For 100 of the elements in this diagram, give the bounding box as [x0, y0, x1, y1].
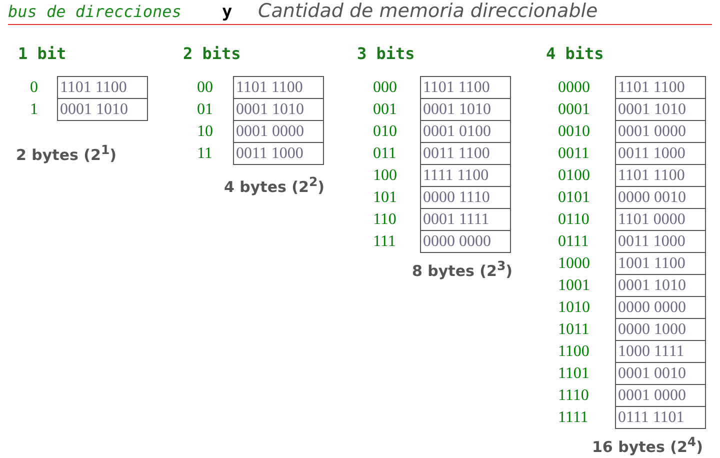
cell-value: 1001 1100	[618, 254, 686, 274]
cell-value: 0001 0000	[618, 122, 686, 142]
cell-value: 1000 1111	[618, 342, 684, 362]
column-heading: 3 bits	[357, 44, 415, 63]
address-label: 0	[30, 78, 38, 98]
address-label: 11	[197, 144, 212, 164]
memory-cell	[420, 120, 511, 143]
address-label: 10	[197, 122, 213, 142]
address-label: 000	[373, 78, 397, 98]
memory-cell	[615, 340, 706, 363]
cell-value: 0011 1100	[423, 144, 490, 164]
memory-cell	[420, 230, 511, 253]
cell-value: 0000 1110	[423, 188, 490, 208]
address-label: 011	[373, 144, 396, 164]
address-label: 111	[373, 232, 396, 252]
cell-value: 0111 1101	[618, 408, 684, 428]
address-label: 1010	[558, 298, 590, 318]
cell-value: 1101 1100	[236, 78, 303, 98]
memory-cell	[615, 274, 706, 297]
column-heading: 4 bits	[546, 44, 604, 63]
heading-text: bus de direcciones	[8, 2, 182, 21]
cell-value: 0001 1010	[236, 100, 304, 120]
cell-value: 1101 1100	[618, 78, 685, 98]
column-heading: 1 bit	[18, 44, 66, 63]
memory-cell	[615, 318, 706, 341]
byte-count: 16 bytes (2$^{4}$)	[592, 434, 703, 456]
address-label: 110	[373, 210, 396, 230]
address-label: 100	[373, 166, 397, 186]
memory-cell	[615, 362, 706, 385]
cell-value: 0000 0000	[618, 298, 686, 318]
memory-cell	[233, 76, 324, 99]
cell-value: 0001 1010	[423, 100, 491, 120]
cell-value: 0000 0000	[423, 232, 491, 252]
address-label: 1111	[558, 408, 588, 428]
address-label: 101	[373, 188, 397, 208]
memory-cell	[615, 98, 706, 121]
cell-value: 0011 1000	[236, 144, 304, 164]
memory-cell	[233, 120, 324, 143]
memory-cell	[420, 208, 511, 231]
cell-value: 0000 1000	[618, 320, 686, 340]
memory-cell	[420, 76, 511, 99]
memory-cell	[615, 406, 706, 429]
address-label: 0111	[558, 232, 589, 252]
cell-value: 1101 1100	[423, 78, 490, 98]
memory-cell	[615, 230, 706, 253]
cell-value: 0001 1010	[60, 100, 128, 120]
memory-cell	[57, 98, 148, 121]
memory-cell	[57, 76, 148, 99]
memory-cell	[615, 252, 706, 275]
address-label: 1000	[558, 254, 590, 274]
address-label: 0000	[558, 78, 590, 98]
cell-value: 0011 1000	[618, 232, 686, 252]
address-label: 0011	[558, 144, 590, 164]
byte-count: 8 bytes (2$^{3}$)	[412, 258, 513, 280]
cell-value: 1101 1100	[618, 166, 685, 186]
byte-count: 2 bytes (2$^{1}$)	[16, 142, 117, 164]
cell-value: 0001 0010	[618, 364, 686, 384]
address-label: 01	[197, 100, 213, 120]
address-label: 1110	[558, 386, 589, 406]
heading-text: Cantidad de memoria direccionable	[258, 0, 598, 22]
memory-cell	[615, 186, 706, 209]
cell-value: 0001 1010	[618, 100, 686, 120]
cell-value: 1111 1100	[423, 166, 489, 186]
memory-cell	[615, 142, 706, 165]
address-label: 1011	[558, 320, 590, 340]
cell-value: 1101 1100	[60, 78, 127, 98]
memory-cell	[420, 164, 511, 187]
cell-value: 0001 0100	[423, 122, 491, 142]
memory-cell	[233, 98, 324, 121]
memory-cell	[615, 164, 706, 187]
address-label: 1001	[558, 276, 590, 296]
address-label: 1101	[558, 364, 590, 384]
column-heading: 2 bits	[183, 44, 241, 63]
byte-count: 4 bytes (2$^{2}$)	[224, 174, 325, 196]
heading-text: y	[222, 2, 232, 22]
cell-value: 0001 0000	[236, 122, 304, 142]
memory-cell	[233, 142, 324, 165]
address-label: 1100	[558, 342, 590, 362]
cell-value: 0000 0010	[618, 188, 686, 208]
cell-value: 0011 1000	[618, 144, 686, 164]
memory-cell	[615, 296, 706, 319]
cell-value: 0001 0000	[618, 386, 686, 406]
address-label: 1	[30, 100, 38, 120]
address-label: 0110	[558, 210, 590, 230]
cell-value: 0001 1111	[423, 210, 490, 230]
address-label: 0100	[558, 166, 590, 186]
memory-cell	[420, 98, 511, 121]
address-label: 0001	[558, 100, 590, 120]
memory-cell	[615, 208, 706, 231]
cell-value: 0001 1010	[618, 276, 686, 296]
memory-cell	[420, 142, 511, 165]
address-label: 0101	[558, 188, 590, 208]
address-label: 010	[373, 122, 397, 142]
address-label: 0010	[558, 122, 590, 142]
address-label: 00	[197, 78, 213, 98]
memory-cell	[615, 120, 706, 143]
memory-cell	[615, 76, 706, 99]
cell-value: 1101 0000	[618, 210, 686, 230]
memory-cell	[420, 186, 511, 209]
address-label: 001	[373, 100, 397, 120]
